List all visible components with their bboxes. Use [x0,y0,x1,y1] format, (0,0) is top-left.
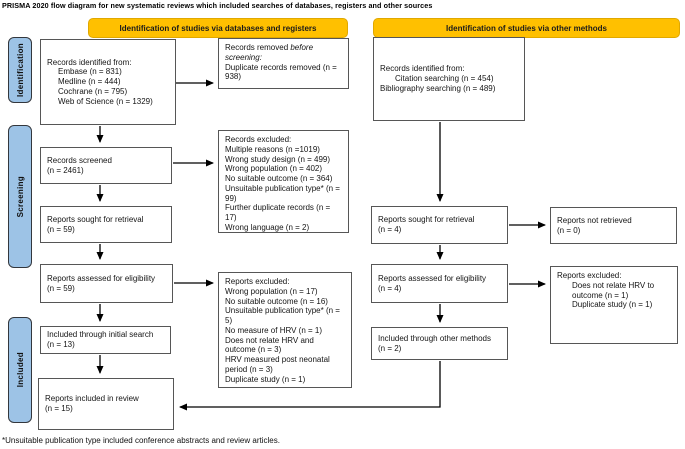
box-line: (n = 15) [45,404,73,413]
box-included-initial-search: Included through initial search (n = 13) [40,326,171,354]
box-line: Bibliography searching (n = 489) [380,83,496,93]
box-line: No suitable outcome (n = 364) [225,174,333,183]
box-line: Wrong study design (n = 499) [225,154,331,164]
box-line: Reports included in review [45,394,139,404]
stage-identification: Identification [8,37,32,103]
header-other-methods: Identification of studies via other meth… [373,18,680,38]
diagram-title: PRISMA 2020 flow diagram for new systema… [2,1,433,10]
box-reports-excluded-databases: Reports excluded: Wrong population (n = … [218,272,352,388]
box-line: Records identified from: [47,57,132,67]
box-line: (n = 59) [47,283,75,293]
box-reports-assessed-other: Reports assessed for eligibility (n = 4) [371,264,508,303]
box-line: Does not relate HRV and outcome (n = 3) [225,335,314,355]
box-line: Included through other methods [378,333,491,343]
box-line: (n = 4) [378,225,402,234]
box-line: Duplicate study (n = 1) [572,300,653,310]
box-line: Further duplicate records (n = 17) [225,203,331,222]
footnote: *Unsuitable publication type included co… [2,436,280,445]
box-line: Duplicate records removed (n = 938) [225,62,337,82]
box-records-identified-other: Records identified from: Citation search… [373,37,525,121]
box-line: Reports excluded: [557,271,622,280]
box-line: (n = 4) [378,283,402,293]
box-line: HRV measured post neonatal period (n = 3… [225,355,330,374]
stage-included-label: Included [15,352,25,388]
stage-included: Included [8,317,32,423]
box-line: Reports assessed for eligibility [47,273,156,283]
box-reports-excluded-other: Reports excluded: Does not relate HRV to… [550,266,678,344]
box-line: Reports sought for retrieval [378,215,475,225]
box-line: Included through initial search [47,330,154,340]
box-line: Medline (n = 444) [58,77,121,87]
box-line: Records screened [47,155,112,165]
box-line: Records excluded: [225,135,292,144]
box-reports-included-review: Reports included in review (n = 15) [38,378,174,430]
box-line: Web of Science (n = 1329) [58,96,153,106]
box-records-excluded: Records excluded: Multiple reasons (n =1… [218,130,349,233]
box-line: Wrong population (n = 17) [225,286,318,296]
box-line: Unsuitable publication type* (n = 5) [225,306,340,325]
box-line: Embase (n = 831) [58,67,122,77]
box-line: Reports sought for retrieval [47,214,144,224]
box-line: No measure of HRV (n = 1) [225,325,323,335]
box-reports-assessed-databases: Reports assessed for eligibility (n = 59… [40,264,173,303]
header-databases-registers: Identification of studies via databases … [88,18,348,38]
box-line: Duplicate study (n = 1) [225,374,306,384]
box-records-identified-databases: Records identified from: Embase (n = 831… [40,39,176,125]
box-line: (n = 0) [557,225,581,235]
box-included-other-methods: Included through other methods (n = 2) [371,327,508,360]
box-line: (n = 13) [47,340,75,349]
box-line: No suitable outcome (n = 16) [225,296,328,306]
box-line: Reports not retrieved [557,215,632,225]
box-records-screened: Records screened (n = 2461) [40,147,172,184]
box-line: Reports assessed for eligibility [378,273,487,283]
box-line: Records identified from: [380,64,465,74]
box-line: Cochrane (n = 795) [58,86,128,96]
box-line: Does not relate HRV to outcome (n = 1) [572,280,655,300]
box-line: Records removed before screening: [225,43,343,63]
box-line: Wrong language (n = 2) [225,222,310,232]
box-reports-sought-other: Reports sought for retrieval (n = 4) [371,206,508,244]
box-line: Multiple reasons (n =1019) [225,144,320,154]
box-line: Unsuitable publication type* (n = 99) [225,183,340,203]
box-line: Reports excluded: [225,277,290,286]
box-records-removed-before-screening: Records removed before screening: Duplic… [218,38,349,89]
box-line: (n = 2) [378,343,402,353]
box-reports-sought-databases: Reports sought for retrieval (n = 59) [40,206,172,243]
box-line: (n = 2461) [47,165,84,175]
stage-screening: Screening [8,125,32,268]
box-reports-not-retrieved: Reports not retrieved (n = 0) [550,207,677,244]
box-line: Citation searching (n = 454) [395,74,494,84]
box-line: (n = 59) [47,224,75,234]
records-removed-italic: before screening: [225,43,314,62]
box-line: Wrong population (n = 402) [225,164,323,174]
records-removed-prefix: Records removed [225,43,291,52]
stage-screening-label: Screening [15,175,25,218]
stage-identification-label: Identification [15,43,25,97]
